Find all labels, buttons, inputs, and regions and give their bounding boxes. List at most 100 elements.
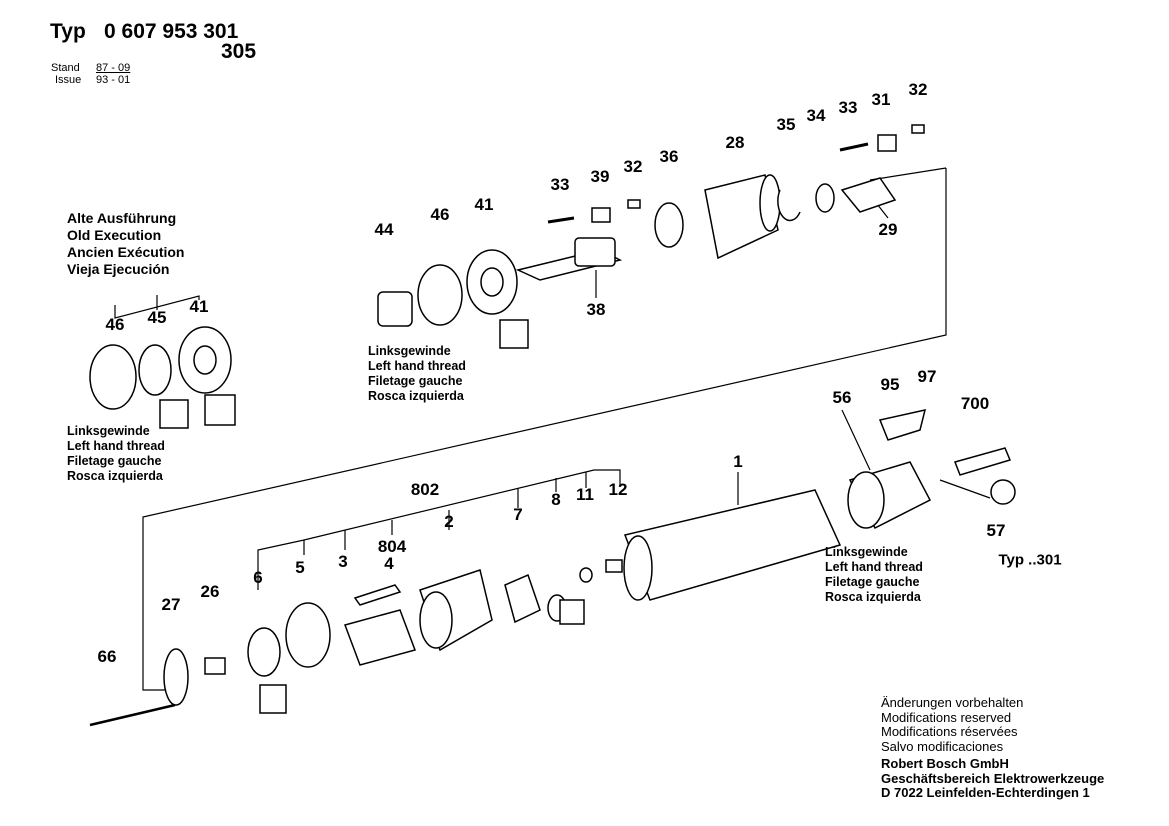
label-32b: 32 <box>623 157 643 176</box>
label-6: 6 <box>253 568 263 587</box>
label-57: 57 <box>986 521 1006 540</box>
modifications-note: Änderungen vorbehalten Modifications res… <box>881 695 1024 754</box>
label-44: 44 <box>374 220 394 239</box>
company-city: D 7022 Leinfelden-Echterdingen 1 <box>881 785 1090 800</box>
old-part-45 <box>138 344 172 396</box>
stand-value: 87 - 09 <box>96 62 131 74</box>
type-variant: 305 <box>221 40 257 63</box>
part-31-gear <box>877 134 897 152</box>
part-46-ring <box>417 264 463 326</box>
label-7: 7 <box>513 505 523 524</box>
issue-value: 93 - 01 <box>96 74 131 86</box>
label-31: 31 <box>871 90 891 109</box>
label-41: 41 <box>474 195 494 214</box>
note-line: Left hand thread <box>368 359 466 373</box>
label-39: 39 <box>590 167 610 186</box>
company-address: Robert Bosch GmbH Geschäftsbereich Elekt… <box>881 756 1105 801</box>
old-execution-note: Alte Ausführung Old Execution Ancien Exé… <box>67 210 184 278</box>
note-line: Rosca izquierda <box>368 389 464 403</box>
note-line: Linksgewinde <box>368 344 451 358</box>
label-11: 11 <box>576 485 594 504</box>
note-line: Linksgewinde <box>825 545 908 559</box>
label-38: 38 <box>586 300 606 319</box>
part-57-plug <box>990 479 1016 505</box>
part-7-endplate <box>504 573 541 624</box>
part-12-screw <box>605 559 623 573</box>
note-line: Ancien Exécution <box>67 244 185 260</box>
part-3-rotor <box>344 609 416 666</box>
label-56: 56 <box>832 388 852 407</box>
note-line: Alte Ausführung <box>67 210 177 226</box>
label-4: 4 <box>384 554 394 573</box>
label-28: 28 <box>725 133 745 152</box>
label-46: 46 <box>430 205 450 224</box>
part-5-ring <box>285 602 331 668</box>
part-34-washer <box>815 183 835 213</box>
issue-label: Issue <box>55 74 82 86</box>
thread-note-old: Linksgewinde Left hand thread Filetage g… <box>67 424 165 484</box>
label-700: 700 <box>960 394 990 413</box>
label-3: 3 <box>338 552 348 571</box>
company-name: Robert Bosch GmbH <box>881 756 1009 771</box>
label-34: 34 <box>806 106 826 125</box>
company-division: Geschäftsbereich Elektrowerkzeuge <box>881 770 1105 786</box>
label-33b: 33 <box>550 175 570 194</box>
part-95-clip <box>878 409 927 441</box>
bearing-detail-icon <box>499 319 529 349</box>
note-line: Old Execution <box>67 227 162 243</box>
part-700-nipple <box>954 447 1012 476</box>
part-11-washer <box>579 567 593 583</box>
note-line: Vieja Ejecución <box>67 261 170 277</box>
part-1-housing <box>623 489 842 601</box>
label-35: 35 <box>776 115 796 134</box>
assembly-outline <box>142 168 947 691</box>
stand-issue-values: 87 - 09 93 - 01 <box>96 62 130 86</box>
label-26: 26 <box>200 582 220 601</box>
label-804: 804 <box>377 537 407 556</box>
old-part-46 <box>89 344 137 410</box>
part-27-disc <box>163 648 189 706</box>
label-95: 95 <box>880 375 900 394</box>
part-36-bearing <box>654 202 684 248</box>
note-line: Linksgewinde <box>67 424 150 438</box>
type-number: 0 607 953 301 <box>104 20 239 43</box>
label-36: 36 <box>659 147 679 166</box>
part-6-bearing <box>247 627 281 677</box>
label-12: 12 <box>608 480 628 499</box>
note-line: Filetage gauche <box>368 374 463 388</box>
label-27: 27 <box>161 595 181 614</box>
stand-label: Stand <box>51 62 80 74</box>
label-typ-301: Typ ..301 <box>998 551 1062 569</box>
note-line: Rosca izquierda <box>67 469 163 483</box>
note-line: Rosca izquierda <box>825 590 921 604</box>
type-label: Typ <box>50 20 86 43</box>
label-old-46: 46 <box>105 315 125 334</box>
part-35-circlip <box>777 189 801 222</box>
label-66: 66 <box>97 647 117 666</box>
label-2: 2 <box>444 512 454 531</box>
label-802: 802 <box>410 480 440 499</box>
label-97: 97 <box>917 367 937 386</box>
stand-issue: Stand Issue <box>51 62 81 86</box>
label-5: 5 <box>295 558 305 577</box>
label-old-41: 41 <box>189 297 209 316</box>
note-line: Left hand thread <box>825 560 923 574</box>
note-line: Salvo modificaciones <box>881 738 1004 754</box>
thread-note-lower: Linksgewinde Left hand thread Filetage g… <box>825 545 923 605</box>
note-line: Modifications réservées <box>881 724 1018 739</box>
note-line: Änderungen vorbehalten <box>881 695 1024 710</box>
part-4-vane <box>353 584 402 606</box>
label-8: 8 <box>551 490 561 509</box>
part-29-shaft <box>840 177 897 213</box>
label-29: 29 <box>878 220 898 239</box>
part-26-nozzle <box>204 657 226 675</box>
note-line: Modifications reserved <box>881 709 1012 725</box>
note-line: Filetage gauche <box>825 575 920 589</box>
label-33: 33 <box>838 98 858 117</box>
label-old-45: 45 <box>147 308 167 327</box>
label-32: 32 <box>908 80 928 99</box>
part-44-nut <box>377 291 413 327</box>
note-line: Left hand thread <box>67 439 165 453</box>
label-1: 1 <box>733 452 743 471</box>
